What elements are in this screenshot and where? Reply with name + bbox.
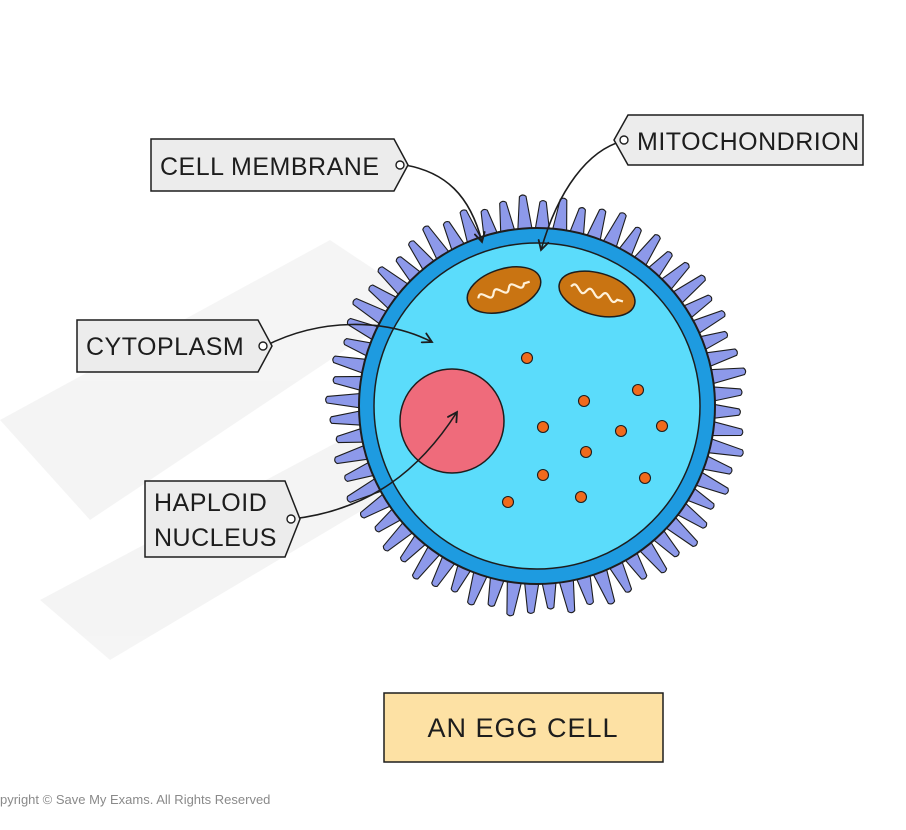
projection — [506, 574, 524, 617]
haploid-label-line1: HAPLOID — [154, 489, 267, 517]
nucleus-pointer — [291, 410, 458, 520]
diagram-title: AN EGG CELL — [427, 713, 618, 743]
projection — [533, 200, 551, 236]
cytoplasm-label-text: CYTOPLASM — [86, 333, 244, 361]
granule — [536, 468, 550, 482]
cell-membrane-pointer — [404, 164, 486, 244]
diagram-title-box: AN EGG CELL — [383, 692, 664, 763]
projection — [523, 576, 541, 614]
copyright-notice: pyright © Save My Exams. All Rights Rese… — [0, 792, 271, 807]
granule — [579, 445, 593, 459]
projection — [557, 573, 576, 614]
haploid-nucleus-label: HAPLOID NUCLEUS — [144, 480, 301, 558]
projection — [329, 409, 367, 426]
mitochondrion-pointer — [537, 140, 624, 252]
cortical-granules — [501, 351, 669, 509]
projection — [499, 200, 517, 239]
mitochondrion — [466, 266, 542, 314]
cell-membrane-label-text: CELL MEMBRANE — [160, 153, 380, 181]
projection — [707, 402, 741, 420]
projection — [705, 419, 744, 437]
cell-membrane-label: CELL MEMBRANE — [150, 138, 409, 192]
projection — [517, 194, 534, 236]
granule — [574, 490, 588, 504]
projection — [540, 576, 558, 610]
projection — [702, 436, 744, 457]
cytoplasm-pointer — [264, 323, 434, 347]
cytoplasm — [373, 242, 701, 570]
projection — [704, 367, 747, 386]
mitochondrion — [558, 270, 636, 318]
granule — [631, 383, 645, 397]
mitochondrion-label-text: MITOCHONDRION — [637, 128, 860, 156]
granule — [520, 351, 534, 365]
cytoplasm-label: CYTOPLASM — [76, 319, 273, 373]
granule — [577, 394, 591, 408]
granule — [614, 424, 628, 438]
granule — [638, 471, 652, 485]
projection — [325, 392, 367, 410]
mitochondrion-label: MITOCHONDRION — [613, 114, 864, 166]
granule — [501, 495, 515, 509]
granule — [655, 419, 669, 433]
haploid-label-line2: NUCLEUS — [154, 524, 277, 552]
granule — [536, 420, 550, 434]
projection — [707, 386, 743, 403]
